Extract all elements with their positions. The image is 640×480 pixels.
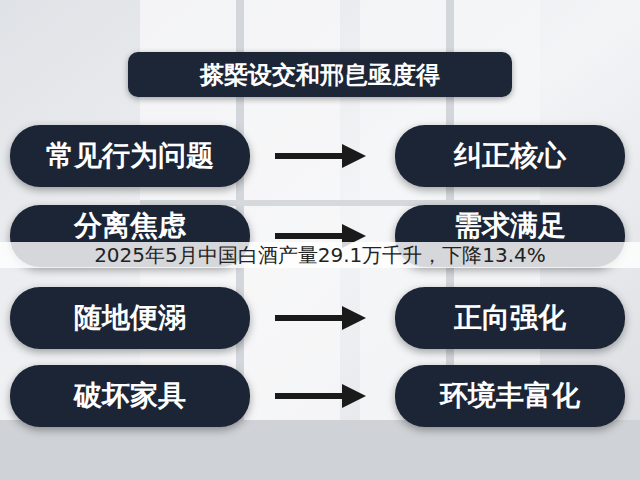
flow-arrow — [275, 233, 360, 239]
flow-arrow — [275, 153, 360, 159]
solution-box: 正向强化 — [395, 287, 625, 349]
watermark-text: 2025年5月中国白酒产量29.1万千升，下降13.4% — [94, 242, 546, 269]
problem-box: 常见行为问题 — [10, 125, 250, 187]
box-label: 随地便溺 — [74, 302, 186, 334]
box-label: 正向强化 — [454, 302, 566, 334]
box-label: 分离焦虑 — [74, 210, 186, 242]
solution-box: 环境丰富化 — [395, 365, 625, 427]
box-label: 破坏家具 — [74, 380, 186, 412]
box-label: 常见行为问题 — [46, 140, 214, 172]
box-label: 环境丰富化 — [440, 380, 580, 412]
box-label: 纠正核心 — [454, 140, 566, 172]
title-banner: 搽槩设交和邢皀亟度得 — [128, 52, 512, 97]
news-banner: 2025年5月中国白酒产量29.1万千升，下降13.4% — [0, 242, 640, 268]
box-label: 需求满足 — [454, 210, 566, 242]
flow-arrow — [275, 393, 360, 399]
problem-box: 随地便溺 — [10, 287, 250, 349]
solution-box: 纠正核心 — [395, 125, 625, 187]
flow-arrow — [275, 315, 360, 321]
problem-box: 破坏家具 — [10, 365, 250, 427]
